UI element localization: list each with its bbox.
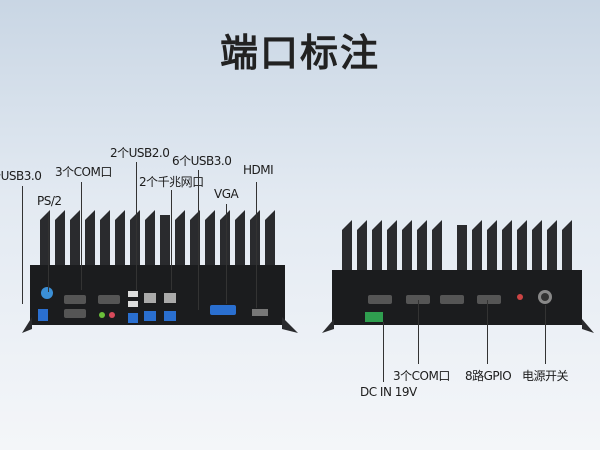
- leader-line: [22, 186, 23, 304]
- leader-line: [81, 182, 82, 290]
- rear-panel-device: [322, 220, 594, 333]
- label-ps2: PS/2: [37, 194, 62, 208]
- leader-line: [545, 305, 546, 364]
- label-gpio: 8路GPIO: [465, 369, 512, 383]
- label-usb20: 2个USB2.0: [110, 146, 170, 160]
- label-com-front: 3个COM口: [55, 165, 112, 179]
- leader-line: [383, 322, 384, 382]
- leader-line: [198, 170, 199, 310]
- leader-line: [171, 190, 172, 290]
- leader-line: [256, 182, 257, 308]
- leader-line: [136, 162, 137, 290]
- label-vga: VGA: [214, 187, 239, 201]
- label-dc-in: DC IN 19V: [360, 385, 417, 399]
- leader-line: [48, 212, 49, 292]
- leader-line: [226, 204, 227, 304]
- leader-line: [487, 300, 488, 364]
- label-usb30-left: 2个USB3.0: [0, 169, 42, 183]
- label-com-rear: 3个COM口: [393, 369, 450, 383]
- front-panel-device: [22, 210, 298, 333]
- page-title: 端口标注: [219, 31, 380, 75]
- label-lan: 2个千兆网口: [139, 175, 204, 189]
- label-power-switch: 电源开关: [522, 369, 569, 383]
- leader-line: [418, 300, 419, 364]
- label-usb30-right: 6个USB3.0: [172, 154, 232, 168]
- label-hdmi: HDMI: [243, 163, 274, 177]
